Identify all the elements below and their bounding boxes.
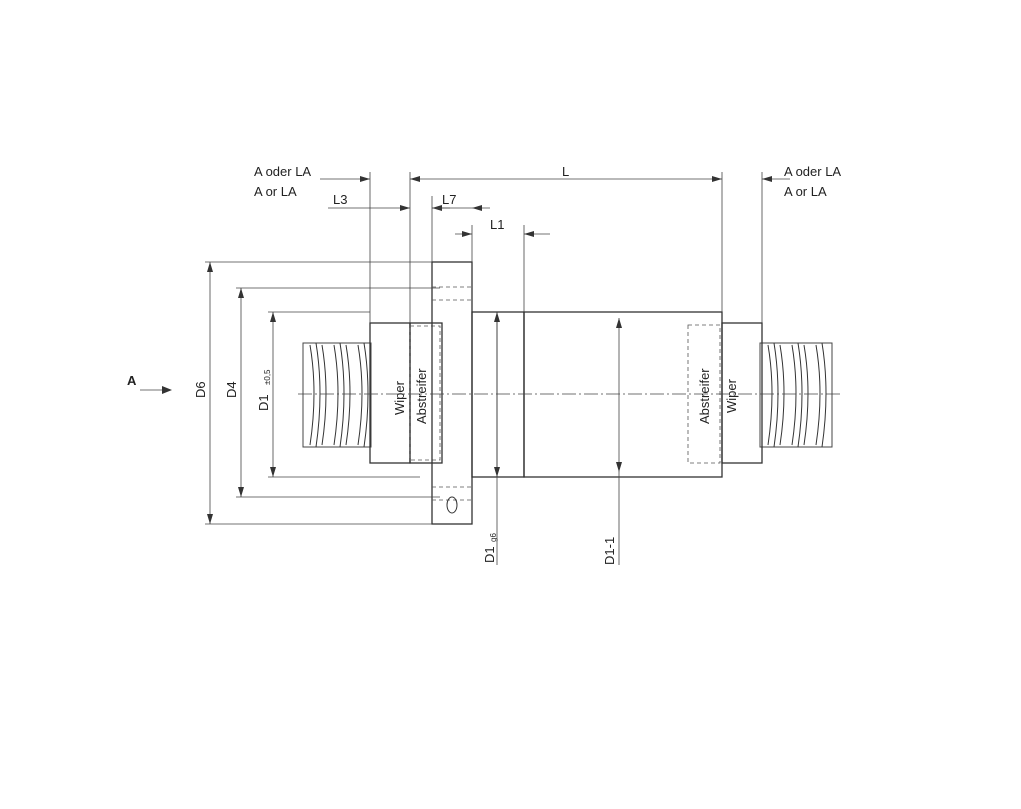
l7-label: L7: [442, 192, 456, 207]
d1-tol-sub: ±0,5: [263, 369, 272, 385]
dim-L1: L1: [455, 217, 550, 237]
d1-g6-label: D1: [482, 546, 497, 563]
l-label: L: [562, 164, 569, 179]
dim-d1-1: D1-1: [602, 318, 622, 565]
dim-d4: D4: [224, 287, 440, 498]
dim-L7: L7: [432, 192, 490, 211]
l1-label: L1: [490, 217, 504, 232]
spindle-thread-left: [302, 342, 372, 448]
spindle-thread-right: [759, 342, 833, 448]
dim-L: L: [320, 164, 790, 182]
dim-d1-tol: D1 ±0,5: [256, 311, 420, 478]
d1-1-label: D1-1: [602, 537, 617, 565]
view-a-label: A: [127, 373, 137, 388]
dim-d6: D6: [193, 261, 432, 525]
l3-label: L3: [333, 192, 347, 207]
wiper-left-label: Wiper: [392, 380, 407, 415]
wiper-right-label: Wiper: [724, 378, 739, 413]
d4-label: D4: [224, 381, 239, 398]
d6-label: D6: [193, 381, 208, 398]
a-or-la-right: A or LA: [784, 184, 827, 199]
flange-hole: [446, 496, 458, 514]
d1-tol-label: D1: [256, 394, 271, 411]
abstreifer-right-label: Abstreifer: [697, 368, 712, 424]
d1-g6-sub: g6: [489, 533, 498, 542]
a-or-la-left: A or LA: [254, 184, 297, 199]
view-arrow-a: A: [127, 373, 172, 394]
dim-d1-g6: D1 g6: [482, 312, 500, 565]
a-oder-la-right: A oder LA: [784, 164, 841, 179]
abstreifer-left-label: Abstreifer: [414, 368, 429, 424]
a-oder-la-left: A oder LA: [254, 164, 311, 179]
